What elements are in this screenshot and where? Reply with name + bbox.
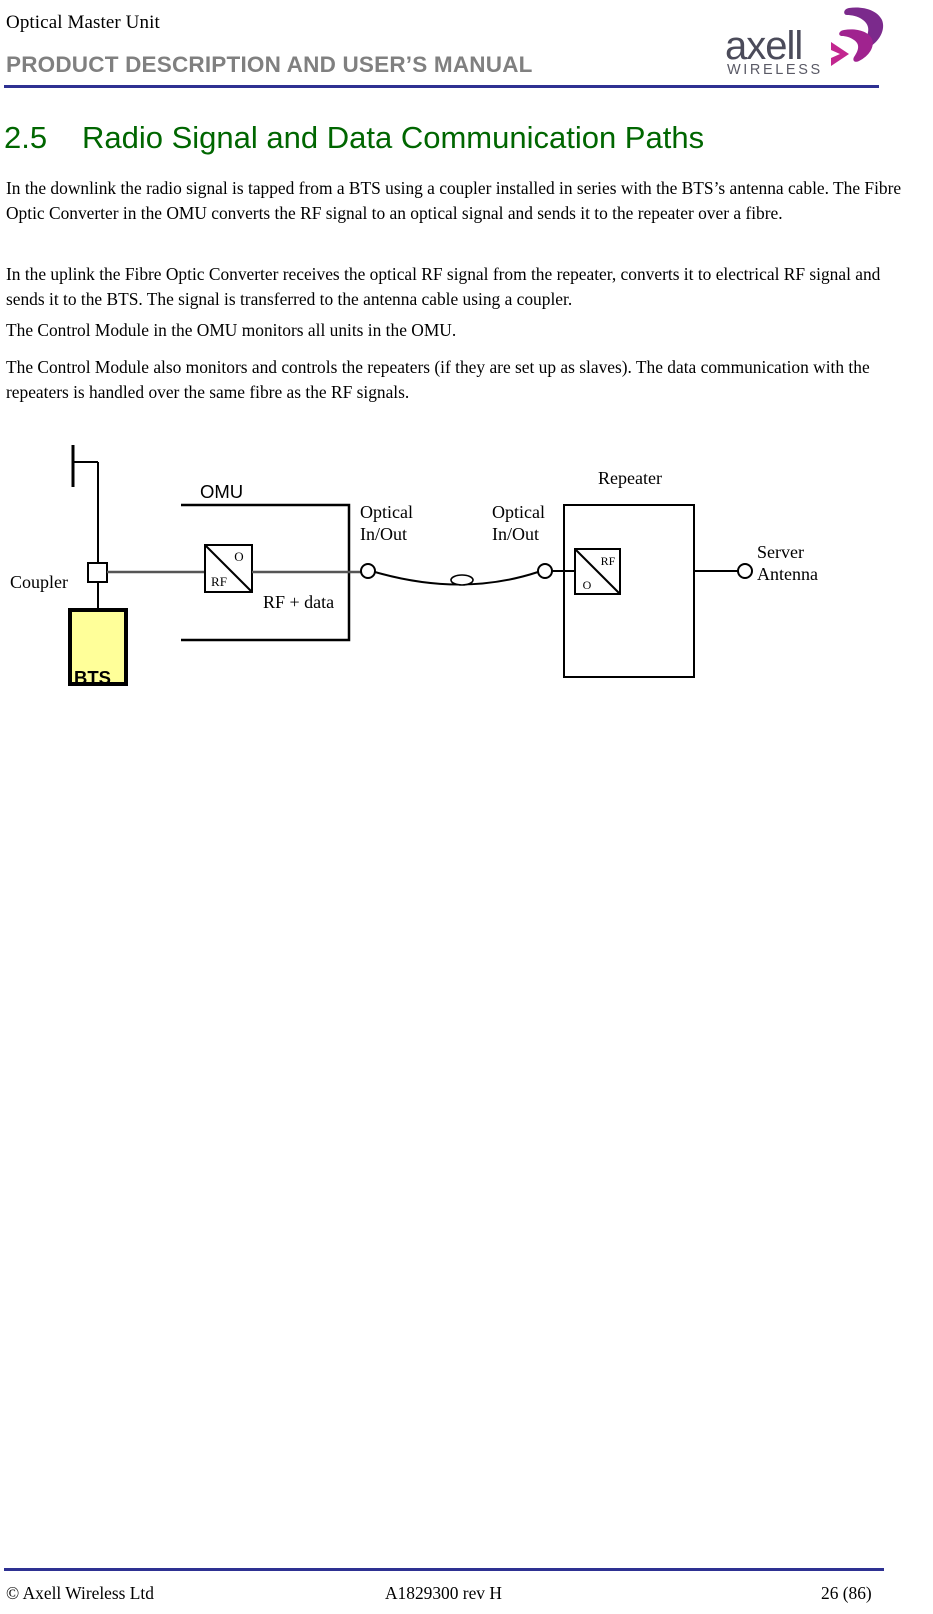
coupler-symbol	[87, 562, 108, 583]
label-optical-in-out-repeater: Optical In/Out	[492, 502, 545, 544]
swoosh-icon	[831, 7, 884, 66]
paragraph-uplink: In the uplink the Fibre Optic Converter …	[6, 264, 881, 309]
repeater-converter-rf-label: RF	[601, 554, 616, 568]
repeater-converter-diagonal	[574, 548, 621, 595]
section-title: Radio Signal and Data Communication Path…	[82, 120, 705, 155]
label-optical-in-out-omu: Optical In/Out	[360, 502, 413, 544]
omu-optical-port	[360, 563, 376, 579]
label-coupler: Coupler	[10, 572, 68, 592]
footer-document-id: A1829300 rev H	[385, 1583, 502, 1603]
logo-wordmark: axell	[725, 24, 803, 68]
repeater-enclosure	[563, 504, 695, 678]
server-antenna-port	[737, 563, 753, 579]
label-rf-plus-data: RF + data	[263, 592, 335, 612]
paragraph-control-module: The Control Module in the OMU monitors a…	[6, 320, 457, 340]
header-document-type: PRODUCT DESCRIPTION AND USER’S MANUAL	[6, 52, 533, 77]
label-omu: OMU	[200, 481, 244, 502]
omu-converter-rf-label: RF	[211, 574, 227, 589]
footer-page-number: 26 (86)	[821, 1583, 872, 1603]
omu-converter-diagonal	[204, 544, 253, 593]
omu-converter-optical-label: O	[234, 549, 243, 564]
signal-path-diagram: O RF RF O Coupler BTS OMU RF + data Opti…	[0, 425, 933, 715]
footer-copyright: © Axell Wireless Ltd	[6, 1583, 154, 1603]
header-divider	[4, 85, 879, 88]
logo-subtitle: WIRELESS	[727, 62, 823, 78]
repeater-converter-optical-label: O	[583, 578, 592, 592]
page-footer: © Axell Wireless Ltd A1829300 rev H 26 (…	[0, 1540, 933, 1614]
paragraph-control-module-repeaters: The Control Module also monitors and con…	[6, 357, 870, 402]
footer-divider	[4, 1568, 884, 1571]
bts-box	[68, 608, 128, 686]
axell-wireless-logo: axell WIRELESS	[717, 4, 887, 82]
label-server-antenna: Server Antenna	[757, 542, 818, 584]
label-bts: BTS	[74, 667, 111, 688]
diagram-svg: O RF RF O	[68, 445, 753, 686]
header-product-line: Optical Master Unit	[6, 12, 160, 33]
paragraph-downlink: In the downlink the radio signal is tapp…	[6, 178, 902, 223]
label-repeater: Repeater	[598, 468, 662, 488]
page-header: Optical Master Unit PRODUCT DESCRIPTION …	[0, 0, 933, 92]
fibre-splice-connector	[450, 574, 474, 586]
section-number: 2.5	[4, 120, 48, 155]
page-title: 2.5 Radio Signal and Data Communication P…	[4, 120, 884, 156]
repeater-optical-port	[537, 563, 553, 579]
